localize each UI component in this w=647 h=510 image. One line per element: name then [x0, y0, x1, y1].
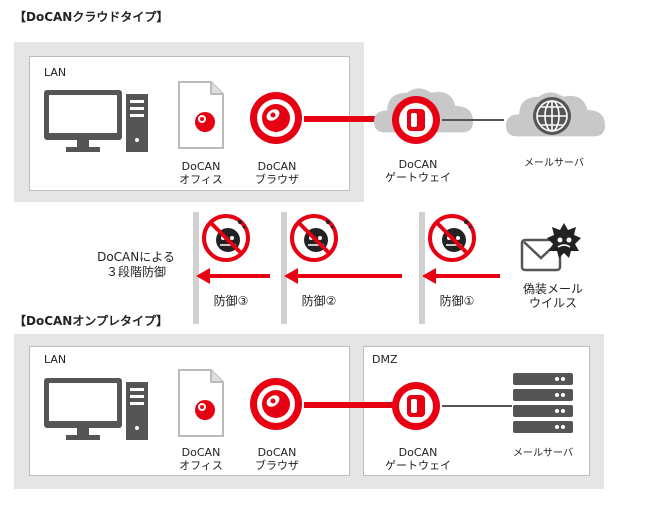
office-document-icon: [178, 81, 224, 149]
blocked-virus-icon: [428, 214, 476, 262]
defense-title: DoCANによる ３段階防御: [97, 250, 175, 279]
server-connection-line: [442, 119, 504, 121]
onprem-office-label: DoCAN オフィス: [179, 446, 223, 472]
onprem-server-line: [442, 405, 512, 407]
desktop-pc-icon: [44, 90, 148, 152]
onprem-type-title: 【DoCANオンプレタイプ】: [14, 314, 168, 328]
cloud-connection-line: [304, 116, 398, 122]
arrow-stage-2: [284, 268, 402, 284]
arrow-stage-1: [422, 268, 500, 284]
browser-icon: [250, 92, 302, 144]
cloud-office-label: DoCAN オフィス: [179, 160, 223, 186]
onprem-dmz-label: DMZ: [372, 353, 398, 366]
onprem-gateway-label: DoCAN ゲートウェイ: [385, 446, 451, 472]
defense-barrier-3: [193, 212, 199, 324]
defense-stage-2-label: 防御②: [301, 294, 337, 308]
onprem-lan-label: LAN: [44, 353, 67, 366]
gateway-icon: [392, 382, 440, 430]
globe-icon: [533, 97, 571, 135]
virus-label: 偽装メール ウイルス: [522, 282, 583, 310]
defense-stage-1-label: 防御①: [439, 294, 475, 308]
cloud-gateway-label: DoCAN ゲートウェイ: [385, 158, 451, 184]
defense-stage-3-label: 防御③: [213, 294, 249, 308]
onprem-browser-label: DoCAN ブラウザ: [255, 446, 299, 472]
blocked-virus-icon: [202, 214, 250, 262]
onprem-connection-line: [304, 402, 398, 408]
defense-barrier-2: [281, 212, 287, 324]
server-rack-icon: [513, 373, 573, 433]
cloud-lan-label: LAN: [44, 66, 67, 79]
desktop-pc-icon: [44, 378, 148, 440]
onprem-mail-server-label: メールサーバ: [513, 448, 573, 459]
browser-icon: [250, 378, 302, 430]
defense-barrier-1: [419, 212, 425, 324]
arrow-stage-3: [196, 268, 270, 284]
gateway-icon: [392, 96, 440, 144]
mail-virus-icon: [520, 223, 581, 272]
office-document-icon: [178, 369, 224, 437]
cloud-browser-label: DoCAN ブラウザ: [255, 160, 299, 186]
cloud-mail-server-label: メールサーバ: [524, 158, 584, 169]
cloud-type-title: 【DoCANクラウドタイプ】: [14, 10, 169, 24]
blocked-virus-icon: [290, 214, 338, 262]
